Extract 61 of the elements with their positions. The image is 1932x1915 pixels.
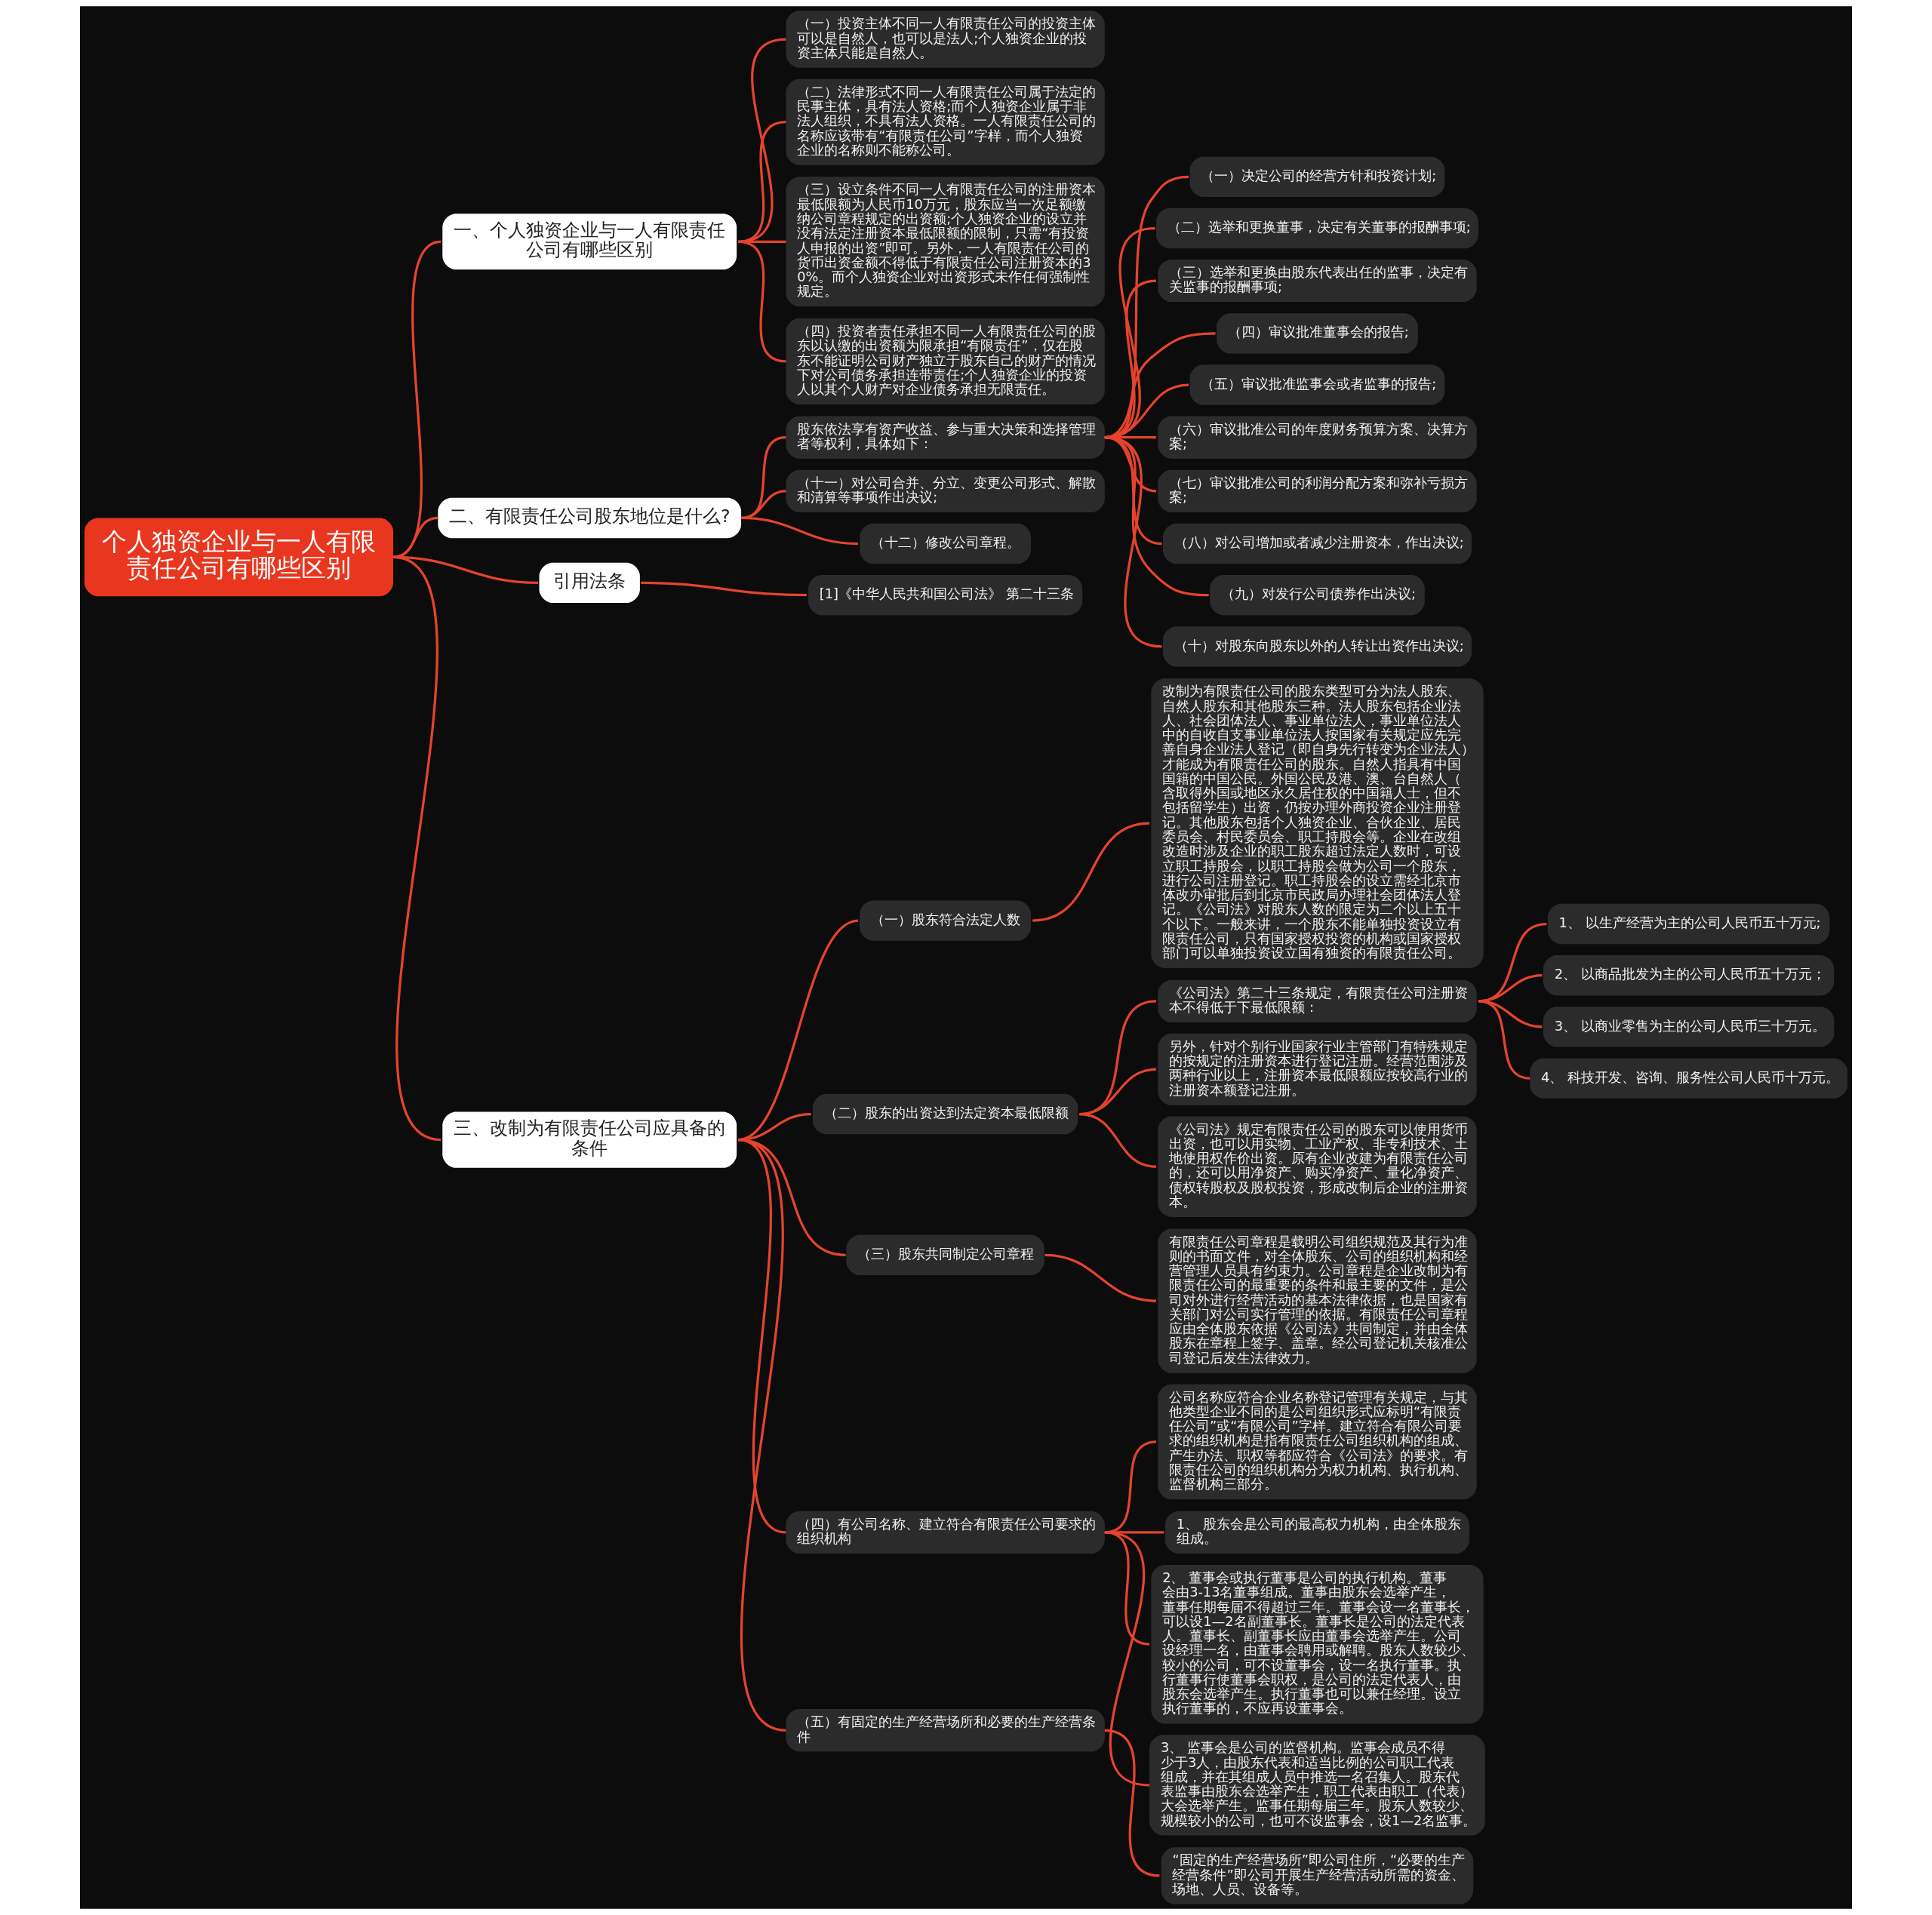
node-box: （三）设立条件不同一人有限责任公司的注册资本最低限额为人民币10万元，股东应当一次足额缴纳公司章程规定的出资额;个人独资企业的设立并没有法定注册资本最低限额的限制，只需“有投资人申报的出资”即可。另外，一人有限责任公司的货币出资金额不得低于有限责任公司注册资本的30%。而个人独资企业对出资形式未作任何强制性规定。: [786, 177, 1105, 307]
connector: [1104, 1729, 1160, 1877]
connector: [1478, 1000, 1531, 1080]
node-box: （一）投资主体不同一人有限责任公司的投资主体可以是自然人，也可以是法人;个人独资企业的投资主体只能是自然人。: [786, 11, 1105, 68]
node-box: [1]《中华人民共和国公司法》 第二十三条: [808, 575, 1083, 616]
node-box: （九）对发行公司债券作出决议;: [1210, 575, 1425, 616]
node-box: 3、 监事会是公司的监督机构。监事会成员不得少于3人，由股东代表和适当比例的公司职工代表组成，并在其组成人员中推选一名召集人。股东代表监事由股东会选举产生，职工代表由职工（代表）大会选举产生。监事任期每届三年。股东人数较少、规模较小的公司，也可不设监事会，设1—2名监事。: [1149, 1735, 1485, 1836]
node-box: 公司名称应符合企业名称登记管理有关规定，与其他类型企业不同的是公司组织形式应标明“有限责任公司”或“有限公司”字样。建立符合有限公司要求的组织机构是指有限责任公司组织机构的组成、产生办法、职权等都应符合《公司法》的要求。有限责任公司的组织机构分为权力机构、执行机构、监督机构三部分。: [1158, 1384, 1477, 1500]
node-box: “固定的生产经营场所”即公司住所，“必要的生产经营条件”即公司开展生产经营活动所需的资金、场地、人员、设备等。: [1161, 1847, 1474, 1904]
node-box: （十二）修改公司章程。: [860, 523, 1031, 564]
node-box: 2、 以商品批发为主的公司人民币五十万元；: [1543, 955, 1835, 996]
node-box: 一、个人独资企业与一人有限责任公司有哪些区别: [442, 214, 737, 270]
connector: [1079, 1112, 1157, 1168]
node-box: 《公司法》第二十三条规定，有限责任公司注册资本不得低于下最低限额：: [1158, 979, 1477, 1022]
node-box: （五）有固定的生产经营场所和必要的生产经营条件: [786, 1709, 1105, 1752]
connector: [738, 38, 786, 243]
connector: [392, 555, 441, 1142]
node-box: 1、 以生产经营为主的公司人民币五十万元;: [1547, 903, 1830, 945]
node-box: （四）投资者责任承担不同一人有限责任公司的股东以认缴的出资额为限承担“有限责任”，仅在股东不能证明公司财产独立于股东自己的财产的情况下对公司债务承担连带责任;个人独资企业的投资人以其个人财产对企业债务承担无限责任。: [786, 318, 1105, 404]
connector: [1104, 436, 1209, 597]
node-box: 改制为有限责任公司的股东类型可分为法人股东、自然人股东和其他股东三种。法人股东包括企业法人、社会团体法人、事业单位法人，事业单位法人中的自收自支事业单位法人按国家有关规定应先完善自身企业法人登记（即自身先行转变为企业法人）才能成为有限责任公司的股东。自然人指具有中国国籍的中国公民。外国公民及港、澳、台自然人（含取得外国或地区永久居住权的中国籍人士，但不包括留学生）出资，仍按办理外商投资企业注册登记。其他股东包括个人独资企业、合伙企业、居民委员会、村民委员会、职工持股会等。企业在改组改造时涉及企业的职工股东超过法定人数时，可设立职工持股会，以职工持股会做为公司一个股东，进行公司注册登记。职工持股会的设立需经北京市体改办审批后到北京市民政局办理社会团体法人登记。《公司法》对股东人数的限定为二个以上五十个以下。一般来讲，一个股东不能单独投资设立有限责任公司，只有国家授权投资的机构或国家授权部门可以单独投资设立国有独资的有限责任公司。: [1151, 678, 1484, 969]
node-box: 二、有限责任公司股东地位是什么?: [438, 497, 742, 539]
node-box: 股东依法享有资产收益、参与重大决策和选择管理者等权利，具体如下：: [786, 416, 1105, 459]
node-box: 另外，针对个别行业国家行业主管部门有特殊规定的按规定的注册资本进行登记注册。经营范围涉及两种行业以上，注册资本最低限额应按较高行业的注册资本额登记注册。: [1158, 1033, 1477, 1105]
connector: [1032, 822, 1150, 922]
connector: [1104, 1531, 1150, 1787]
node-box: （二）法律形式不同一人有限责任公司属于法定的民事主体，具有法人资格;而个人独资企业属于非法人组织，不具有法人资格。一人有限责任公司的名称应该带有“有限责任公司”字样，而个人独资企业的名称则不能称公司。: [786, 78, 1105, 165]
node-box: 1、 股东会是公司的最高权力机构，由全体股东组成。: [1164, 1511, 1470, 1554]
node-box: （十一）对公司合并、分立、变更公司形式、解散和清算等事项作出决议;: [786, 469, 1105, 513]
node-box: 4、 科技开发、咨询、服务性公司人民币十万元。: [1530, 1058, 1848, 1099]
node-box: 引用法条: [539, 562, 640, 604]
connector: [392, 516, 438, 558]
node-box: （三）股东共同制定公司章程: [846, 1234, 1044, 1275]
node-box: 有限责任公司章程是载明公司组织规范及其行为准则的书面文件，对全体股东、公司的组织机构和经营管理人员具有约束力。公司章程是企业改制为有限责任公司的最重要的条件和最主要的文件，是公司对外进行经营活动的基本法律依据，也是国家有关部门对公司实行管理的依据。有限责任公司章程应由全体股东依据《公司法》共同制定，并由全体股东在章程上签字、盖章。经公司登记机关核准公司登记后发生法律效力。: [1158, 1228, 1477, 1373]
connector: [1104, 436, 1162, 648]
connector: [1104, 436, 1162, 546]
connector: [1104, 436, 1157, 493]
node-box: 个人独资企业与一人有限责任公司有哪些区别: [84, 518, 394, 597]
connector: [392, 240, 441, 558]
node-box: （二）选举和更换董事，决定有关董事的报酬事项;: [1156, 207, 1478, 249]
node-box: （五）审议批准监事会或者监事的报告;: [1189, 364, 1445, 405]
node-box: （七）审议批准公司的利润分配方案和弥补亏损方案;: [1158, 469, 1477, 513]
node-box: （六）审议批准公司的年度财务预算方案、决算方案;: [1158, 416, 1477, 459]
node-box: （八）对公司增加或者减少注册资本，作出决议;: [1162, 523, 1472, 564]
connector: [741, 516, 859, 546]
connector: [738, 121, 786, 243]
node-box: 三、改制为有限责任公司应具备的条件: [442, 1111, 737, 1168]
node-box: 3、 以商业零售为主的公司人民币三十万元。: [1543, 1007, 1835, 1047]
connector: [737, 1139, 786, 1732]
node-box: 2、 董事会或执行董事是公司的执行机构。董事会由3-13名董事组成。董事由股东会选举产生，董事任期每届不得超过三年。董事会设一名董事长，可以设1—2名副董事长。董事长是公司的法定代表人。董事长、副董事长应由董事会选举产生。公司设经理一名，由董事会聘用或解聘。股东人数较少、较小的公司，可不设董事会，设一名执行董事。执行董事行使董事会职权，是公司的法定代表人，由股东会选举产生。执行董事也可以兼任经理。设立执行董事的，不应再设董事会。: [1151, 1564, 1484, 1724]
node-box: （十）对股东向股东以外的人转让出资作出决议;: [1162, 626, 1472, 667]
connector: [641, 581, 807, 597]
node-box: （一）股东符合法定人数: [860, 900, 1031, 941]
node-box: （二）股东的出资达到法定资本最低限额: [812, 1093, 1078, 1135]
node-box: 《公司法》规定有限责任公司的股东可以使用货币出资，也可以用实物、工业产权、非专利技术、土地使用权作价出资。原有企业改建为有限责任公司的，还可以用净资产、购买净资产、量化净资产、债权转股权及股权投资，形成改制后企业的注册资本。: [1158, 1116, 1477, 1217]
node-box: （三）选举和更换由股东代表出任的监事，决定有关监事的报酬事项;: [1158, 260, 1477, 303]
connector: [1044, 1253, 1157, 1302]
node-box: （四）有公司名称、建立符合有限责任公司要求的组织机构: [786, 1511, 1105, 1554]
connector: [738, 240, 786, 363]
node-box: （一）决定公司的经营方针和投资计划;: [1189, 156, 1445, 197]
node-box: （四）审议批准董事会的报告;: [1217, 313, 1418, 354]
